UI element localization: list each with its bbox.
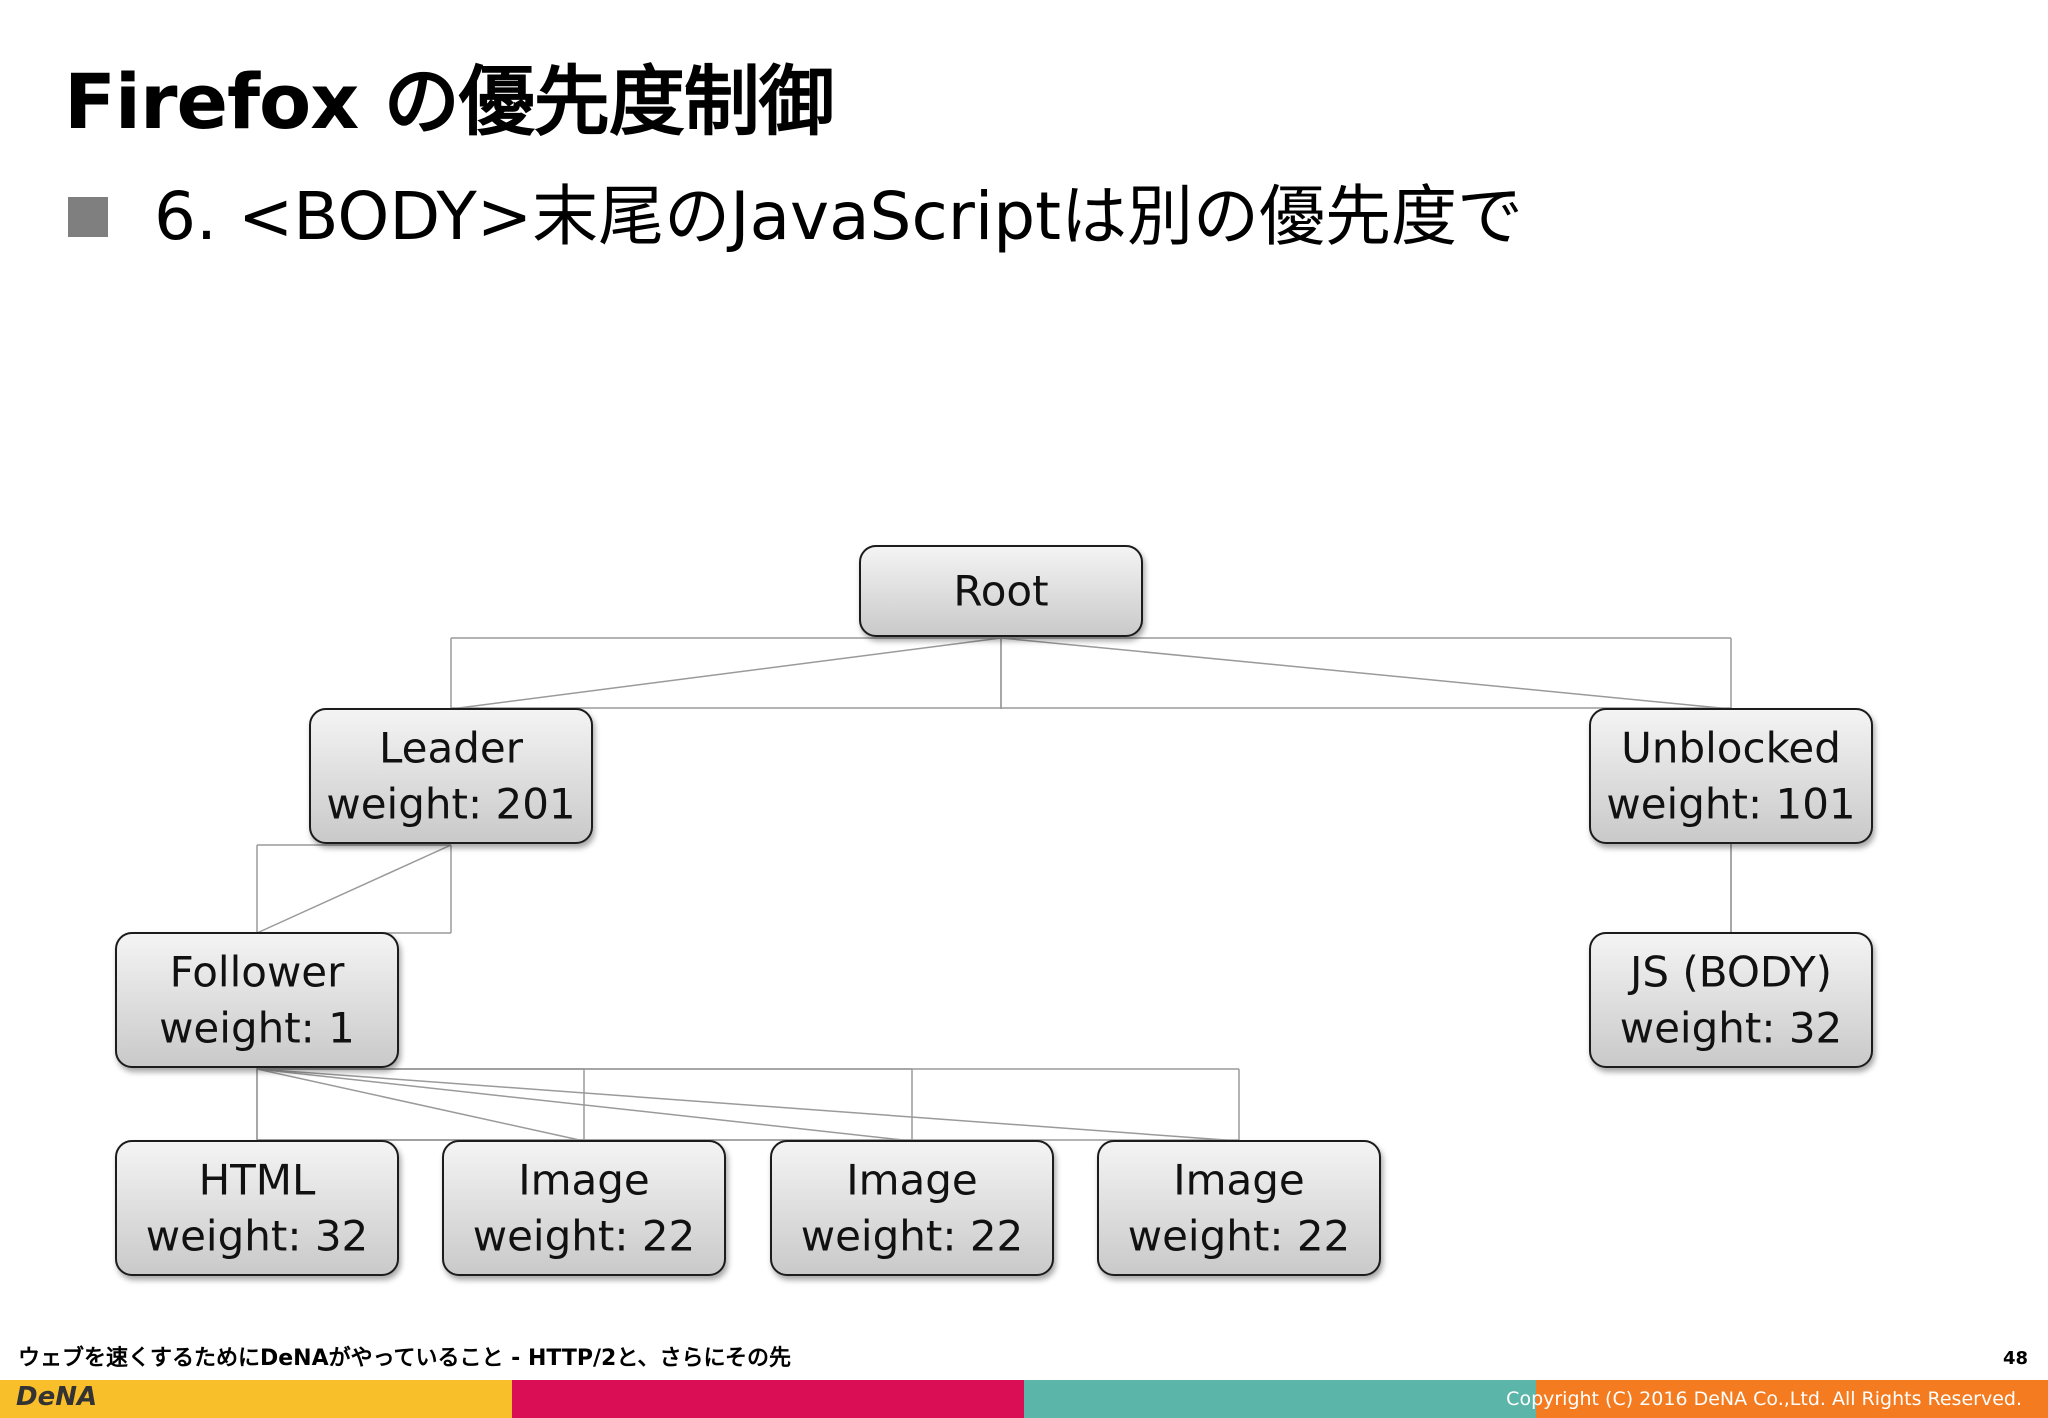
node-follower: Follower weight: 1	[115, 932, 399, 1068]
copyright-text: Copyright (C) 2016 DeNA Co.,Ltd. All Rig…	[1506, 1388, 2022, 1410]
node-root: Root	[859, 545, 1143, 637]
node-html: HTML weight: 32	[115, 1140, 399, 1276]
node-box-js-body	[1589, 932, 1873, 1068]
node-image-1: Image weight: 22	[442, 1140, 726, 1276]
node-box-html	[115, 1140, 399, 1276]
node-label-html-2: weight: 32	[146, 1212, 369, 1261]
edge-leader-to-follower-diagonal	[256, 844, 452, 934]
dena-logo: DeNA	[16, 1382, 98, 1412]
node-label-html-1: HTML	[199, 1156, 316, 1205]
edge-root-to-leader-diagonal	[450, 637, 1002, 710]
node-box-image-2	[770, 1140, 1054, 1276]
node-js-body: JS (BODY) weight: 32	[1589, 932, 1873, 1068]
edge-follower-to-image-3-diagonal	[256, 1068, 1240, 1142]
node-label-follower-2: weight: 1	[159, 1004, 355, 1053]
node-label-unblocked-1: Unblocked	[1621, 724, 1841, 773]
footer-text: ウェブを速くするためにDeNAがやっていること - HTTP/2と、さらにその先	[18, 1346, 792, 1371]
slide-title: Firefox の優先度制御	[64, 57, 835, 146]
node-label-js-body-1: JS (BODY)	[1627, 948, 1832, 997]
node-box-image-3	[1097, 1140, 1381, 1276]
bullet-square-icon	[68, 197, 108, 237]
node-image-2: Image weight: 22	[770, 1140, 1054, 1276]
bullet-text: 6. <BODY>末尾のJavaScriptは別の優先度で	[154, 178, 1523, 255]
edge-layer	[256, 637, 1732, 1142]
node-label-image-3-2: weight: 22	[1128, 1212, 1351, 1261]
node-leader: Leader weight: 201	[309, 708, 593, 844]
node-box-unblocked	[1589, 708, 1873, 844]
footer-band-magenta	[512, 1380, 1024, 1418]
bullet-item: 6. <BODY>末尾のJavaScriptは別の優先度で	[68, 184, 1523, 250]
edge-follower-to-image-1-diagonal	[256, 1068, 585, 1142]
node-label-leader-1: Leader	[379, 724, 524, 773]
node-label-js-body-2: weight: 32	[1620, 1004, 1843, 1053]
footer-band-yellow	[0, 1380, 512, 1418]
node-box-root	[859, 545, 1143, 637]
node-label-follower-1: Follower	[170, 948, 346, 997]
node-label-image-2-2: weight: 22	[801, 1212, 1024, 1261]
page-number: 48	[2002, 1348, 2028, 1369]
node-box-image-1	[442, 1140, 726, 1276]
footer-band-teal	[1024, 1380, 1536, 1418]
node-image-3: Image weight: 22	[1097, 1140, 1381, 1276]
node-label-unblocked-2: weight: 101	[1606, 780, 1855, 829]
edge-follower-to-image-2-diagonal	[256, 1068, 913, 1142]
edge-root-to-unblocked-diagonal	[1000, 637, 1732, 710]
footer-band-orange	[1536, 1380, 2048, 1418]
node-label-image-1-1: Image	[518, 1156, 650, 1205]
node-label-leader-2: weight: 201	[326, 780, 575, 829]
node-unblocked: Unblocked weight: 101	[1589, 708, 1873, 844]
node-label-image-1-2: weight: 22	[473, 1212, 696, 1261]
node-label-image-2-1: Image	[846, 1156, 978, 1205]
node-box-leader	[309, 708, 593, 844]
node-box-follower	[115, 932, 399, 1068]
node-label-image-3-1: Image	[1173, 1156, 1305, 1205]
node-label-root-1: Root	[953, 567, 1048, 616]
